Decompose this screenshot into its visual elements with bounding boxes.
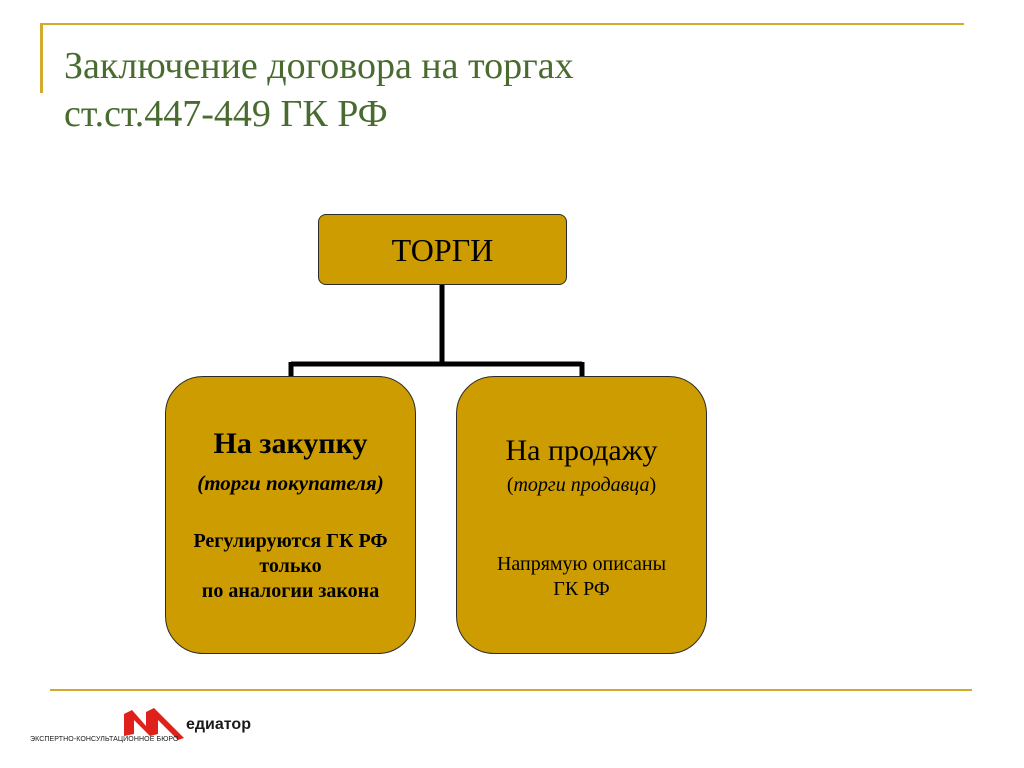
node-purchase-body-line-2: только [259,555,322,577]
mediator-logo-mark-icon [124,708,184,740]
node-purchase-body: Регулируются ГК РФ только по аналогии за… [166,529,415,604]
node-purchase-body-line-3: по аналогии закона [201,580,380,602]
node-sale: На продажу (торги продавца) Напрямую опи… [456,376,707,654]
node-purchase: На закупку (торги покупателя) Регулируют… [165,376,416,654]
node-purchase-subheading: (торги покупателя) [197,471,384,495]
node-sale-paren-open: ( [506,474,514,496]
slide-title-line-1: Заключение договора на торгах [64,45,574,87]
node-torgi: ТОРГИ [318,214,567,285]
footer-divider [50,689,972,691]
logo-tagline: ЭКСПЕРТНО-КОНСУЛЬТАЦИОННОЕ БЮРО [30,736,179,743]
node-torgi-label: ТОРГИ [391,232,494,268]
node-purchase-body-line-1: Регулируются ГК РФ [193,530,388,552]
node-sale-body-line-2: ГК РФ [553,578,610,600]
node-sale-subheading-text: торги продавца [513,474,650,496]
slide-title-line-2: ст.ст.447-449 ГК РФ [64,93,388,135]
node-purchase-heading: На закупку [213,427,368,460]
node-sale-heading: На продажу [505,434,658,467]
node-sale-body: Напрямую описаны ГК РФ [457,552,706,602]
slide-title: Заключение договора на торгах ст.ст.447-… [64,42,964,138]
node-sale-paren-close: ) [649,474,657,496]
node-sale-subheading: (торги продавца) [457,472,706,498]
node-sale-body-line-1: Напрямую описаны [496,553,667,575]
frame-top-line [40,23,964,25]
logo-name: едиатор [186,716,251,733]
mediator-logo: едиатор ЭКСПЕРТНО-КОНСУЛЬТАЦИОННОЕ БЮРО [30,704,251,754]
frame-left-line [40,23,43,93]
